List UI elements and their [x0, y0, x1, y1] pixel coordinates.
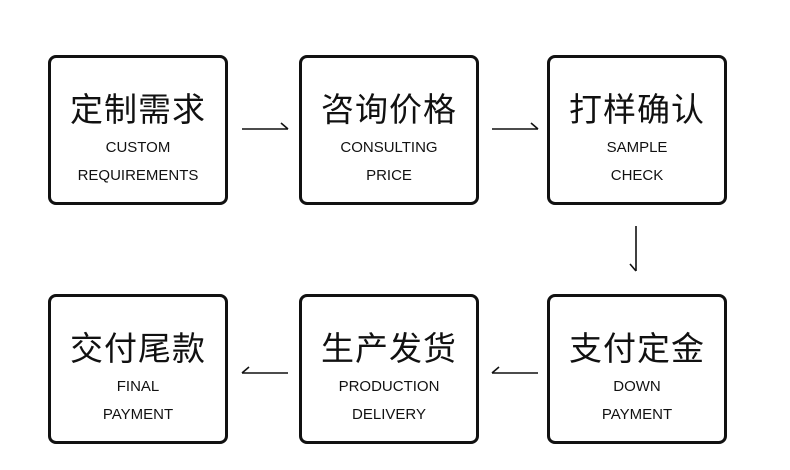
step-title-zh: 定制需求 [70, 90, 206, 129]
step-title-en-line2: CHECK [610, 167, 664, 184]
step-title-en-line1: CUSTOM [105, 139, 171, 156]
step-title-en-line2: REQUIREMENTS [77, 167, 199, 184]
step-title-zh: 咨询价格 [321, 90, 457, 129]
step-custom-requirements: 定制需求 CUSTOM REQUIREMENTS [48, 55, 228, 205]
step-down-payment: 支付定金 DOWN PAYMENT [547, 294, 727, 444]
step-title-en-line2: PRICE [366, 167, 412, 184]
step-title-zh: 支付定金 [569, 329, 705, 368]
step-title-zh: 打样确认 [569, 90, 705, 129]
step-title-en-line2: PAYMENT [601, 406, 673, 423]
step-final-payment: 交付尾款 FINAL PAYMENT [48, 294, 228, 444]
step-title-en-line1: SAMPLE [606, 139, 668, 156]
arrow-right-icon [242, 122, 289, 130]
arrow-right-icon [492, 122, 539, 130]
step-title-en-line1: DOWN [613, 378, 661, 395]
step-title-en-line1: FINAL [116, 378, 160, 395]
arrow-left-icon [491, 366, 538, 374]
step-consulting-price: 咨询价格 CONSULTING PRICE [299, 55, 479, 205]
step-sample-check: 打样确认 SAMPLE CHECK [547, 55, 727, 205]
step-title-en-line2: DELIVERY [352, 406, 426, 423]
arrow-down-icon [629, 226, 637, 272]
step-title-zh: 生产发货 [321, 329, 457, 368]
step-production-delivery: 生产发货 PRODUCTION DELIVERY [299, 294, 479, 444]
step-title-en-line2: PAYMENT [102, 406, 174, 423]
arrow-left-icon [241, 366, 288, 374]
step-title-zh: 交付尾款 [70, 329, 206, 368]
step-title-en-line1: PRODUCTION [338, 378, 440, 395]
step-title-en-line1: CONSULTING [340, 139, 438, 156]
